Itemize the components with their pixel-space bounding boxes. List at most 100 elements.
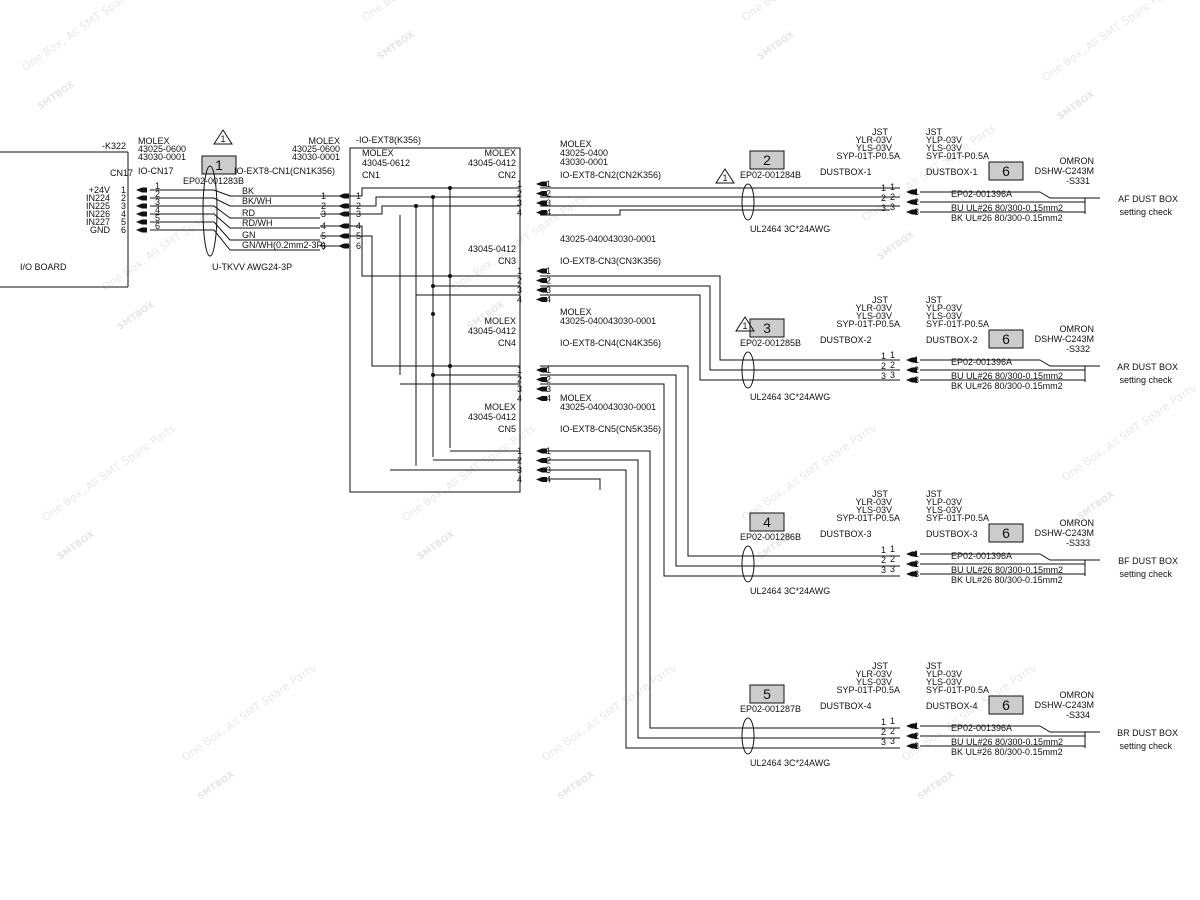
- wire-color-label: BK: [242, 186, 254, 196]
- connector-contact: [906, 357, 917, 363]
- cn1-inner-pin-num: 4: [356, 221, 361, 231]
- cable-pin-num: 6: [155, 221, 160, 231]
- cn-pin-num: 2: [517, 456, 522, 466]
- tag-dustbox-cable-box: [749, 512, 785, 532]
- cable-bundle-marker: [741, 183, 755, 221]
- connector-contact: [136, 187, 147, 193]
- syf-label: SYF-01T-P0.5A: [926, 151, 989, 161]
- connector-contact: [906, 199, 917, 205]
- ul-cable-label: UL2464 3C*24AWG: [750, 224, 830, 234]
- cn1-cable-label: IO-EXT8-CN1(CN1K356): [234, 166, 335, 176]
- ext8-wire: [349, 246, 520, 493]
- tag-dustbox-cable-box: [749, 150, 785, 170]
- junction-dot: [431, 312, 435, 316]
- ylp-label: YLP-03V: [926, 303, 962, 313]
- dustbox-pin-num: 1: [881, 545, 886, 555]
- watermark-slogan: One Box, All SMT Spare Parts: [540, 661, 679, 763]
- cable-pin-num: 3: [155, 197, 160, 207]
- cn-cable-pin: 1: [546, 266, 551, 276]
- cn-cable-part1: 43025-0400: [560, 148, 608, 158]
- omron-label: OMRON: [1060, 324, 1095, 334]
- cn-cable-part1: 43025-040043030-0001: [560, 402, 656, 412]
- dustbox-pin-num: 1: [881, 717, 886, 727]
- tag-cable1: 1: [215, 157, 223, 173]
- ylp-label: YLP-03V: [926, 497, 962, 507]
- wire-color-label: RD/WH: [242, 218, 273, 228]
- sensor-pin-num: 2: [914, 365, 919, 375]
- dustbox-pin-num: 2: [881, 193, 886, 203]
- sensor-id: -S333: [1066, 538, 1090, 548]
- yls-b-label: YLS-03V: [926, 143, 962, 153]
- cn-pin-num: 4: [517, 475, 522, 485]
- cn-pin-num: 4: [517, 394, 522, 404]
- cn-cable-pin: 2: [546, 276, 551, 286]
- cn1-pin-num: 6: [321, 241, 326, 251]
- tag-sensor: 6: [1002, 525, 1010, 541]
- switch-symbol: [1039, 725, 1056, 733]
- cn-label: CN5: [498, 424, 516, 434]
- omron-label: OMRON: [1060, 690, 1095, 700]
- watermark-brand: SMTBOX: [116, 300, 157, 333]
- routing-wire: [540, 209, 890, 216]
- sensor-pin-num: 1: [914, 187, 919, 197]
- sensor-ep: EP02-001396A: [951, 189, 1012, 199]
- cn-label: CN4: [498, 338, 516, 348]
- sensor-pin-num: 1: [914, 549, 919, 559]
- switch-symbol: [1039, 553, 1056, 561]
- labels: I/O BOARD-K322CN17MOLEX43025-060043030-0…: [20, 127, 1178, 768]
- wire-color-label: GN: [242, 230, 256, 240]
- ext8-wire: [350, 196, 520, 207]
- cn-pin-num: 1: [517, 266, 522, 276]
- io-pin-label: +24V: [89, 185, 110, 195]
- switch-symbol: [1039, 359, 1056, 367]
- cn-cable-pin: 4: [546, 394, 551, 404]
- tag-dustbox-cable: 3: [763, 320, 771, 336]
- watermark-slogan: One Box, All SMT Spare Parts: [40, 421, 179, 523]
- cn-pin-num: 3: [517, 465, 522, 475]
- sensor-ep: EP02-001396A: [951, 551, 1012, 561]
- sensor-pin-num: 2: [914, 559, 919, 569]
- cn-cable-part2: 43030-0001: [560, 157, 608, 167]
- io-pin-num: 1: [121, 185, 126, 195]
- routing-wire: [540, 285, 900, 371]
- tag-sensor-box: [988, 523, 1024, 543]
- k322-label: -K322: [102, 141, 126, 151]
- cn-cable-part1: 43025-040043030-0001: [560, 234, 656, 244]
- cn-pin-num: 1: [517, 179, 522, 189]
- dustbox-pin-a: 3: [890, 564, 895, 574]
- connector-contact: [906, 377, 917, 383]
- cn-pin-num: 2: [517, 276, 522, 286]
- dustbox-title: BF DUST BOX: [1118, 556, 1178, 566]
- ul-cable-label: UL2464 3C*24AWG: [750, 586, 830, 596]
- ylp-label: YLP-03V: [926, 669, 962, 679]
- cable1-part1: 43025-0600: [292, 144, 340, 154]
- io-pin-num: 4: [121, 209, 126, 219]
- cn-cable-pin: 1: [546, 446, 551, 456]
- sensor-ep: EP02-001396A: [951, 723, 1012, 733]
- wire-color-label: GN/WH(0.2mm2-3P): [242, 240, 326, 250]
- omron-label: OMRON: [1060, 156, 1095, 166]
- dustbox-subtitle: setting check: [1119, 741, 1172, 751]
- yls-b-label: YLS-03V: [926, 677, 962, 687]
- io-pin-label: IN224: [86, 193, 110, 203]
- io-cn17-label: IO-CN17: [138, 166, 174, 176]
- routing-wire: [540, 294, 900, 381]
- tag-sensor: 6: [1002, 331, 1010, 347]
- tag-sensor: 6: [1002, 697, 1010, 713]
- connector-contact: [536, 210, 547, 215]
- yls-label: YLS-03V: [856, 143, 892, 153]
- ext8-title: -IO-EXT8(K356): [356, 135, 421, 145]
- io-pin-num: 3: [121, 201, 126, 211]
- dustbox-pin-a: 1: [890, 182, 895, 192]
- cn-cable-pin: 2: [546, 189, 551, 199]
- dustbox-pin-a: 2: [890, 726, 895, 736]
- io-pin-num: 6: [121, 225, 126, 235]
- cable1-wire: [150, 189, 320, 197]
- routing-wire: [540, 478, 601, 490]
- syp-label: SYP-01T-P0.5A: [836, 685, 900, 695]
- cn-cable-molex: MOLEX: [560, 393, 592, 403]
- syp-label: SYP-01T-P0.5A: [836, 319, 900, 329]
